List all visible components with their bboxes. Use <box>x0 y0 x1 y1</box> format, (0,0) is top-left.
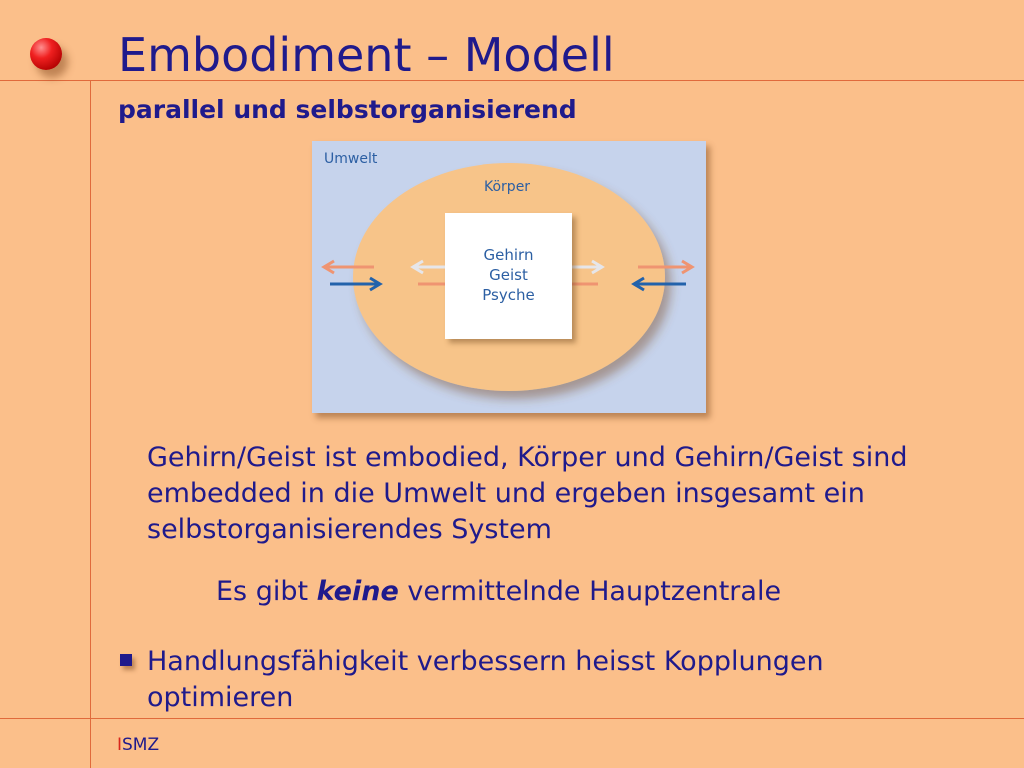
central-statement-emphasis: keine <box>316 576 399 607</box>
red-ball-icon <box>30 38 62 70</box>
koerper-label: Körper <box>484 179 531 195</box>
slide-subtitle: parallel und selbstorganisierend <box>118 95 577 124</box>
gehirn-box: Gehirn Geist Psyche <box>445 213 572 339</box>
bottom-rule <box>0 718 1024 719</box>
left-outer-arrows <box>321 259 383 292</box>
inner-line-geist: Geist <box>489 266 528 284</box>
inner-line-psyche: Psyche <box>482 286 535 304</box>
body-paragraph: Gehirn/Geist ist embodied, Körper und Ge… <box>147 442 908 545</box>
bullet-item-text: Handlungsfähigkeit verbessern heisst Kop… <box>147 646 824 713</box>
embodiment-diagram: Umwelt Körper Gehirn Geist Psyche <box>312 141 706 413</box>
logo-letter-i: I <box>117 735 123 755</box>
square-bullet-icon <box>120 654 132 666</box>
central-statement: Es gibt keine vermittelnde Hauptzentrale <box>216 576 781 607</box>
inner-line-gehirn: Gehirn <box>483 246 534 264</box>
logo-letters-smz: SMZ <box>122 735 160 755</box>
central-statement-post: vermittelnde Hauptzentrale <box>407 576 782 607</box>
top-rule <box>0 80 1024 81</box>
right-outer-arrows <box>631 259 695 292</box>
gehirn-box-text: Gehirn Geist Psyche <box>445 245 572 305</box>
left-rule <box>90 80 91 768</box>
umwelt-label: Umwelt <box>324 151 378 167</box>
slide-title: Embodiment – Modell <box>118 28 615 82</box>
central-statement-pre: Es gibt <box>216 576 309 607</box>
ismz-logo: ISMZ <box>117 735 159 755</box>
